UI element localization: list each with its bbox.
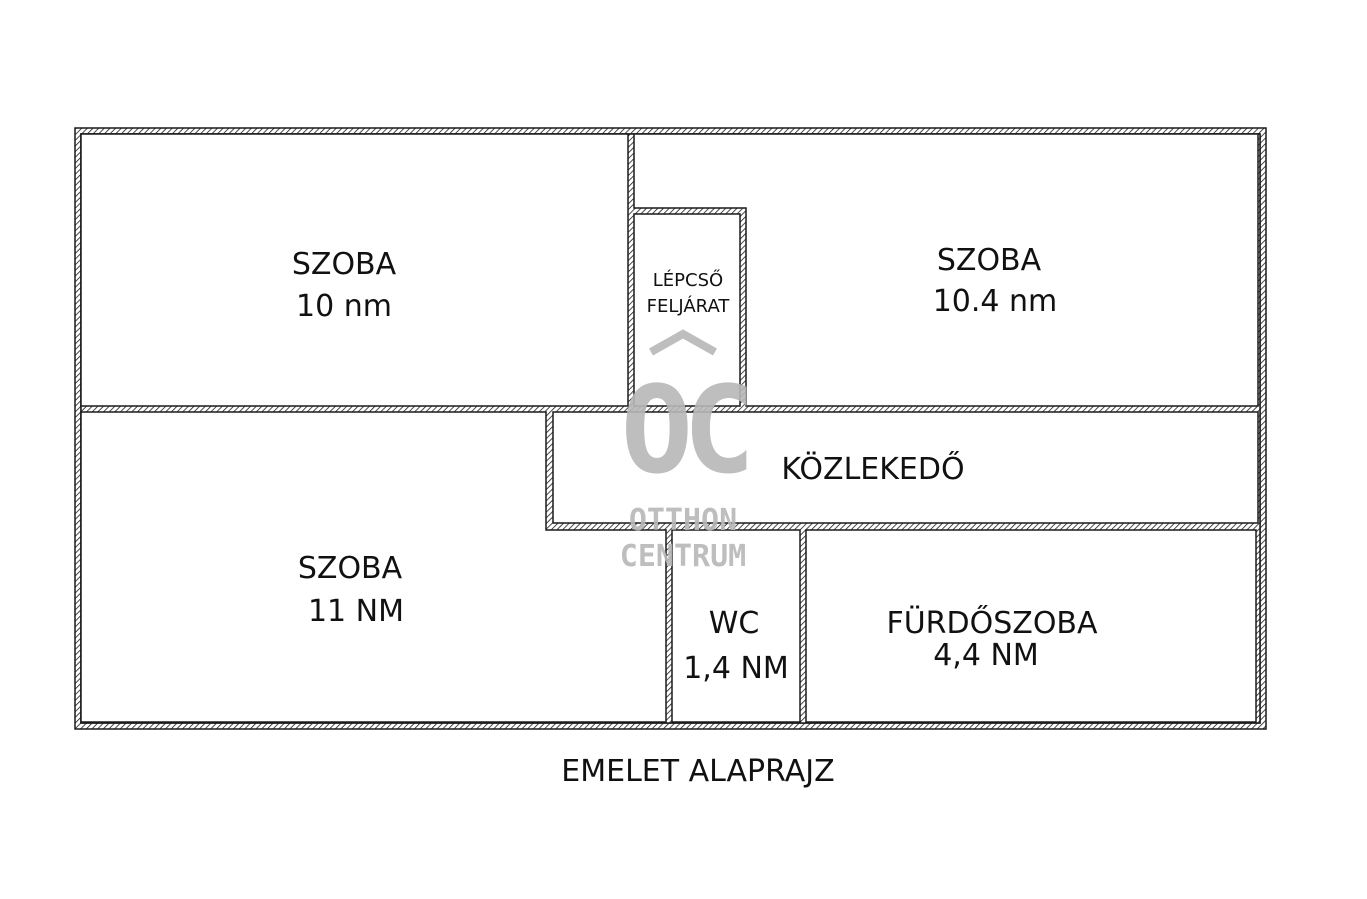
room-top-left [80,133,629,407]
wc-area: 1,4 NM [683,651,789,686]
stair-label-line2: FELJÁRAT [647,295,731,317]
wc-name: WC [709,606,760,641]
watermark-line2: CENTRUM [620,539,746,574]
watermark-line1: OTTHON [629,503,737,538]
wc-room [671,529,801,723]
room-top-left-area: 10 nm [296,289,392,324]
watermark-monogram: OC [621,362,747,501]
bathroom-area: 4,4 NM [933,638,1039,673]
room-top-right-area: 10.4 nm [933,284,1058,319]
hallway-name: KÖZLEKEDŐ [781,450,964,487]
room-top-right-name: SZOBA [937,243,1042,278]
room-top-left-name: SZOBA [292,247,397,282]
watermark-logo: OC OTTHON CENTRUM [620,329,757,574]
room-labels: SZOBA 10 nm SZOBA 10.4 nm LÉPCSŐ FELJÁRA… [292,243,1098,686]
stair-room [633,213,741,407]
room-bottom-left-name: SZOBA [298,551,403,586]
room-bottom-left-area: 11 NM [308,594,404,629]
stair-label-line1: LÉPCSŐ [653,269,723,291]
bathroom-room [805,529,1257,723]
bathroom-name: FÜRDŐSZOBA [886,604,1098,641]
room-bottom-left [80,411,667,723]
hallway-room [552,411,1259,524]
roof-chevron-icon [649,329,717,356]
room-top-right [633,133,1259,407]
plan-caption: EMELET ALAPRAJZ [561,754,834,789]
